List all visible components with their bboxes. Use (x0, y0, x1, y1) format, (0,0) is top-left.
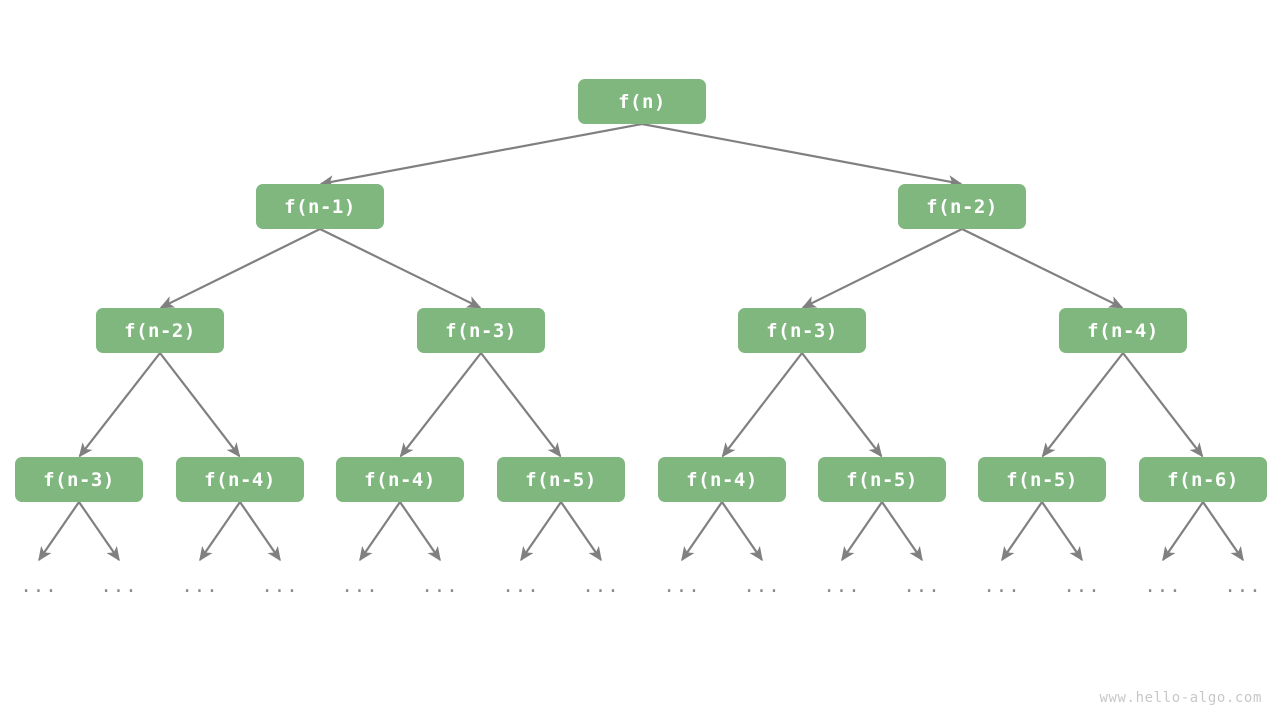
ellipsis-n13-right: ... (1063, 574, 1101, 597)
ellipsis-n7-right: ... (100, 574, 138, 597)
ellipsis-n13-left: ... (983, 574, 1021, 597)
edge-n2-to-n6 (961, 228, 1124, 309)
ellipsis-n14-left: ... (1144, 574, 1182, 597)
leaf-stub-n14-right (1202, 501, 1244, 562)
ellipsis-n8-right: ... (261, 574, 299, 597)
tree-node-n12: f(n-5) (818, 457, 946, 502)
leaf-stub-n9-right (399, 501, 441, 562)
ellipsis-n10-right: ... (582, 574, 620, 597)
ellipsis-n11-left: ... (663, 574, 701, 597)
leaf-stub-n7-right (78, 501, 120, 562)
edge-n4-to-n10 (480, 352, 562, 458)
edge-n0-to-n1 (319, 122, 643, 188)
leaf-stub-n14-left (1162, 501, 1204, 562)
watermark: www.hello-algo.com (1099, 690, 1262, 706)
tree-node-n14: f(n-6) (1139, 457, 1267, 502)
ellipsis-n9-left: ... (341, 574, 379, 597)
leaf-stub-n12-right (881, 501, 923, 562)
tree-node-n2: f(n-2) (898, 184, 1026, 229)
edge-n6-to-n13 (1041, 352, 1124, 458)
leaf-stub-n11-right (721, 501, 763, 562)
leaf-stub-n9-left (359, 501, 401, 562)
edge-n3-to-n8 (159, 352, 241, 458)
tree-node-n8: f(n-4) (176, 457, 304, 502)
leaf-stub-n10-left (520, 501, 562, 562)
tree-node-n10: f(n-5) (497, 457, 625, 502)
edge-n5-to-n11 (721, 352, 803, 458)
tree-node-n0: f(n) (578, 79, 706, 124)
leaf-stub-n10-right (560, 501, 602, 562)
leaf-stub-n13-left (1001, 501, 1043, 562)
edge-n4-to-n9 (399, 352, 482, 458)
leaf-stub-n8-right (239, 501, 281, 562)
edge-n1-to-n4 (319, 228, 482, 309)
tree-node-n13: f(n-5) (978, 457, 1106, 502)
edge-n5-to-n12 (801, 352, 883, 458)
tree-node-n6: f(n-4) (1059, 308, 1187, 353)
leaf-stub-n12-left (841, 501, 883, 562)
tree-node-n3: f(n-2) (96, 308, 224, 353)
tree-node-n5: f(n-3) (738, 308, 866, 353)
tree-node-n9: f(n-4) (336, 457, 464, 502)
leaf-stub-n11-left (681, 501, 723, 562)
leaf-stub-n7-left (38, 501, 80, 562)
ellipsis-n8-left: ... (181, 574, 219, 597)
edge-n3-to-n7 (78, 352, 161, 458)
tree-node-n7: f(n-3) (15, 457, 143, 502)
tree-node-n11: f(n-4) (658, 457, 786, 502)
ellipsis-n11-right: ... (743, 574, 781, 597)
ellipsis-n7-left: ... (20, 574, 58, 597)
ellipsis-n12-right: ... (903, 574, 941, 597)
edge-n0-to-n2 (641, 122, 963, 188)
edge-n6-to-n14 (1122, 352, 1204, 458)
leaf-stub-n13-right (1041, 501, 1083, 562)
ellipsis-n10-left: ... (502, 574, 540, 597)
ellipsis-n9-right: ... (421, 574, 459, 597)
leaf-stub-n8-left (199, 501, 241, 562)
edge-n1-to-n3 (159, 228, 321, 309)
tree-node-n4: f(n-3) (417, 308, 545, 353)
ellipsis-n12-left: ... (823, 574, 861, 597)
tree-node-n1: f(n-1) (256, 184, 384, 229)
ellipsis-n14-right: ... (1224, 574, 1262, 597)
edge-n2-to-n5 (801, 228, 963, 309)
